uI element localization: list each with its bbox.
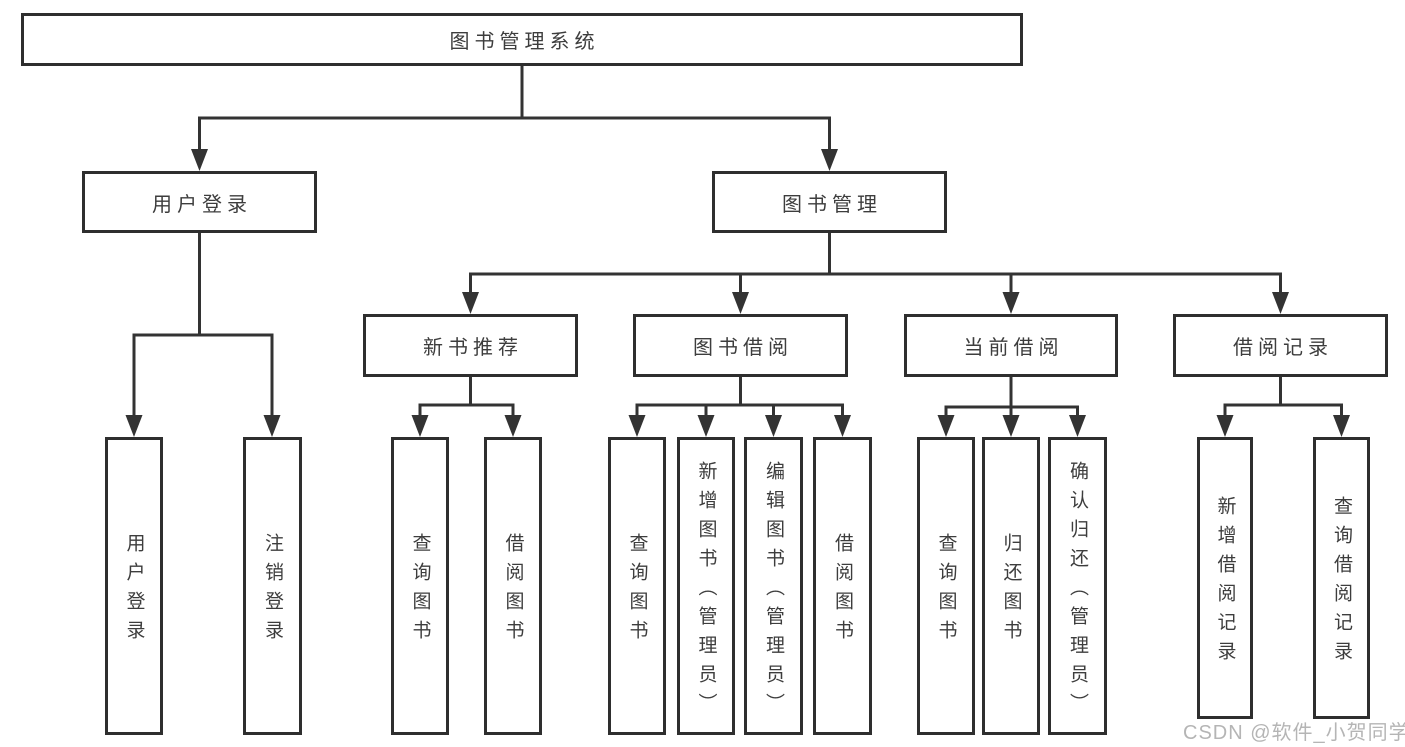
leaf-user-login: 用户登录: [105, 437, 163, 735]
connector-borrow-records: [1223, 377, 1343, 416]
leaf-query-borrow-record: 查询借阅记录: [1313, 437, 1370, 719]
node-root-label: 图书管理系统: [449, 31, 600, 53]
leaf-add-book-admin-label: 新增图书（管理员）: [695, 460, 717, 722]
leaf-add-borrow-record-label: 新增借阅记录: [1214, 496, 1236, 670]
leaf-query-books-1: 查询图书: [391, 437, 449, 735]
node-new-book-recommend-label: 新书推荐: [423, 337, 523, 359]
watermark: CSDN @软件_小贺同学: [1183, 722, 1405, 744]
leaf-logout: 注销登录: [243, 437, 302, 735]
node-current-borrow-label: 当前借阅: [963, 337, 1064, 359]
node-book-management-label: 图书管理: [782, 193, 882, 216]
leaf-confirm-return-admin: 确认归还（管理员）: [1048, 437, 1107, 735]
node-book-borrow-label: 图书借阅: [693, 337, 793, 359]
leaf-query-books-2: 查询图书: [608, 437, 666, 735]
connector-user-login: [132, 233, 274, 416]
leaf-edit-book-admin: 编辑图书（管理员）: [744, 437, 803, 735]
connector-root: [198, 66, 831, 150]
leaf-logout-label: 注销登录: [262, 533, 283, 649]
leaf-query-books-3: 查询图书: [917, 437, 975, 735]
arrowheads: [125, 149, 1350, 437]
node-current-borrow: 当前借阅: [904, 314, 1118, 377]
leaf-add-book-admin: 新增图书（管理员）: [677, 437, 735, 735]
leaf-edit-book-admin-label: 编辑图书（管理员）: [763, 460, 784, 722]
leaf-query-borrow-record-label: 查询借阅记录: [1331, 496, 1352, 670]
leaf-borrow-books-2-label: 借阅图书: [832, 533, 853, 649]
node-book-borrow: 图书借阅: [633, 314, 848, 377]
leaf-query-books-1-label: 查询图书: [409, 533, 431, 649]
leaf-borrow-books-1-label: 借阅图书: [502, 533, 524, 649]
node-root: 图书管理系统: [21, 13, 1023, 66]
node-book-management: 图书管理: [712, 171, 947, 233]
leaf-confirm-return-admin-label: 确认归还（管理员）: [1067, 460, 1088, 722]
node-user-login-label: 用户登录: [152, 193, 252, 216]
leaf-return-book-label: 归还图书: [1000, 533, 1022, 649]
leaf-user-login-label: 用户登录: [123, 533, 145, 649]
node-borrow-records-label: 借阅记录: [1233, 337, 1333, 359]
connector-book-borrow: [635, 377, 844, 416]
node-user-login: 用户登录: [82, 171, 317, 233]
connector-new-book-recommend: [418, 377, 515, 416]
leaf-borrow-books-1: 借阅图书: [484, 437, 542, 735]
leaf-query-books-3-label: 查询图书: [935, 533, 957, 649]
connector-current-borrow: [944, 377, 1079, 416]
leaf-add-borrow-record: 新增借阅记录: [1197, 437, 1253, 719]
node-borrow-records: 借阅记录: [1173, 314, 1388, 377]
connector-book-management: [469, 233, 1282, 293]
node-new-book-recommend: 新书推荐: [363, 314, 578, 377]
leaf-query-books-2-label: 查询图书: [626, 533, 648, 649]
leaf-borrow-books-2: 借阅图书: [813, 437, 872, 735]
leaf-return-book: 归还图书: [982, 437, 1040, 735]
